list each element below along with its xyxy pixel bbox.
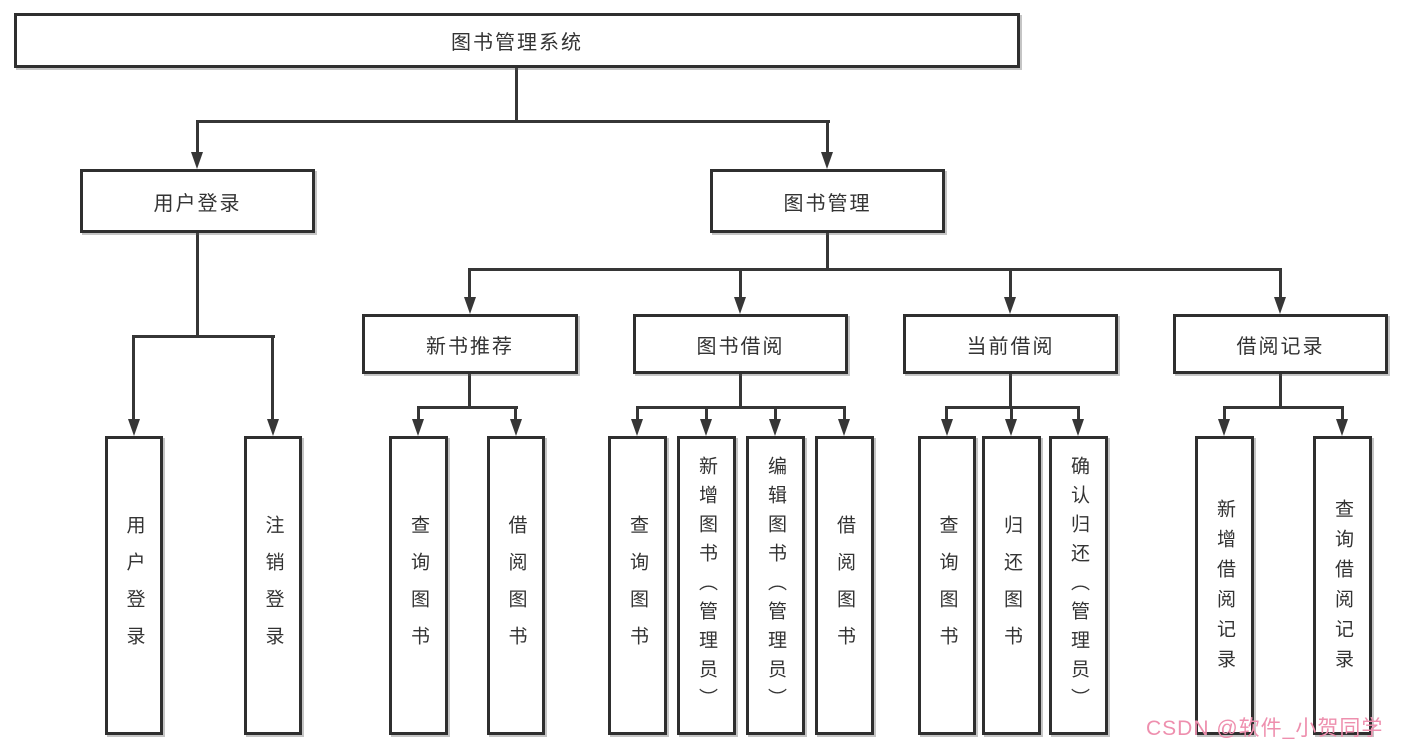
edge-user-login-trunk [196, 233, 199, 335]
edge-to-user-login [196, 120, 199, 152]
node-current: 当前借阅 [903, 314, 1118, 374]
edge-new-book-trunk [468, 374, 471, 406]
arrowhead-leaf-logout [267, 419, 279, 436]
leaf-logout: 注销登录 [244, 436, 302, 735]
edge-to-bb-query [636, 406, 639, 419]
leaf-bb-add-books-admin: 新增图书（管理员） [677, 436, 736, 735]
edge-to-book-mgmt [826, 120, 829, 152]
edge-to-nb-borrow [514, 406, 517, 419]
arrowhead-cb-return [1005, 419, 1017, 436]
leaf-br-add-record: 新增借阅记录 [1195, 436, 1254, 735]
edge-to-cb-query [945, 406, 948, 419]
arrowhead-new-book [464, 297, 476, 314]
watermark: CSDN @软件_小贺同学 [1146, 717, 1384, 740]
arrowhead-nb-borrow [510, 419, 522, 436]
edge-root-trunk [515, 68, 518, 120]
edge-records-trunk [1279, 374, 1282, 406]
arrowhead-bb-borrow [838, 419, 850, 436]
leaf-nb-query-books: 查询图书 [389, 436, 448, 735]
leaf-bb-borrow-books: 借阅图书 [815, 436, 874, 735]
node-root: 图书管理系统 [14, 13, 1020, 68]
edge-root-rail [196, 120, 830, 123]
edge-current-trunk [1009, 374, 1012, 406]
arrowhead-cb-confirm [1072, 419, 1084, 436]
arrowhead-br-query [1336, 419, 1348, 436]
edge-new-book-rail [417, 406, 518, 409]
arrowhead-br-add [1218, 419, 1230, 436]
node-user-login: 用户登录 [80, 169, 315, 233]
edge-borrow-trunk [739, 374, 742, 406]
edge-to-bb-borrow [843, 406, 846, 419]
edge-to-nb-query [417, 406, 420, 419]
leaf-cb-query-books: 查询图书 [918, 436, 976, 735]
edge-to-cb-confirm [1077, 406, 1080, 419]
node-borrow: 图书借阅 [633, 314, 848, 374]
edge-to-current [1009, 268, 1012, 297]
edge-to-br-query [1341, 406, 1344, 419]
arrowhead-user-login [191, 152, 203, 169]
leaf-cb-confirm-return-admin: 确认归还（管理员） [1049, 436, 1108, 735]
edge-to-new-book [468, 268, 471, 297]
edge-to-records [1279, 268, 1282, 297]
arrowhead-nb-query [412, 419, 424, 436]
arrowhead-cb-query [941, 419, 953, 436]
leaf-bb-query-books: 查询图书 [608, 436, 667, 735]
edge-to-cb-return [1010, 406, 1013, 419]
node-records: 借阅记录 [1173, 314, 1388, 374]
edge-book-mgmt-trunk [826, 233, 829, 268]
arrowhead-leaf-login [128, 419, 140, 436]
leaf-nb-borrow-books: 借阅图书 [487, 436, 545, 735]
arrowhead-bb-edit [769, 419, 781, 436]
arrowhead-current [1004, 297, 1016, 314]
edge-borrow-rail [636, 406, 846, 409]
edge-book-mgmt-rail [468, 268, 1282, 271]
leaf-user-login: 用户登录 [105, 436, 163, 735]
edge-records-rail [1223, 406, 1344, 409]
edge-user-login-rail [132, 335, 275, 338]
edge-to-br-add [1223, 406, 1226, 419]
node-new-book: 新书推荐 [362, 314, 578, 374]
leaf-bb-edit-books-admin: 编辑图书（管理员） [746, 436, 805, 735]
node-book-mgmt: 图书管理 [710, 169, 945, 233]
arrowhead-book-mgmt [821, 152, 833, 169]
edge-to-bb-add [705, 406, 708, 419]
arrowhead-bb-add [700, 419, 712, 436]
arrowhead-bb-query [631, 419, 643, 436]
edge-to-leaf-logout [271, 335, 274, 419]
leaf-cb-return-books: 归还图书 [982, 436, 1041, 735]
edge-to-borrow [739, 268, 742, 297]
arrowhead-records [1274, 297, 1286, 314]
edge-to-bb-edit [774, 406, 777, 419]
arrowhead-borrow [734, 297, 746, 314]
edge-to-leaf-login [132, 335, 135, 419]
leaf-br-query-record: 查询借阅记录 [1313, 436, 1372, 735]
